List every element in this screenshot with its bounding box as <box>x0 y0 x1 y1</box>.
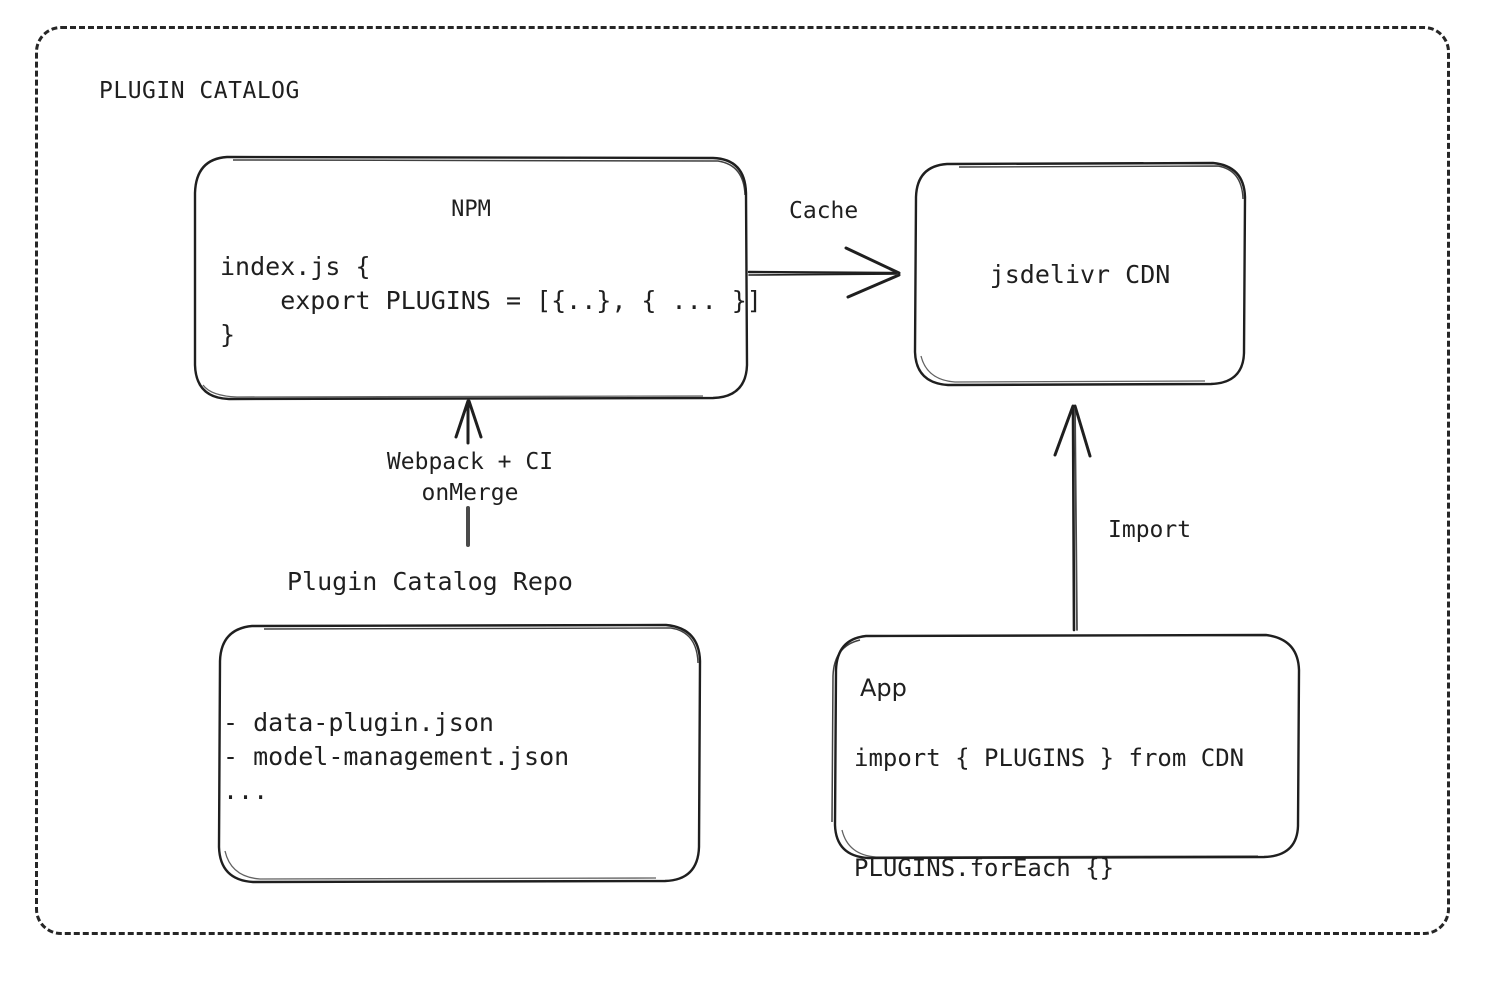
node-repo-outline <box>217 623 702 884</box>
node-cdn-outline <box>913 161 1247 387</box>
node-plugin-catalog-repo[interactable]: - data-plugin.json - model-management.js… <box>216 623 702 884</box>
repo-file-list: - data-plugin.json - model-management.js… <box>223 708 570 805</box>
repo-caption: Plugin Catalog Repo <box>287 567 573 596</box>
npm-code-block: index.js { export PLUGINS = [{..}, { ...… <box>220 252 762 349</box>
edge-label-cache: Cache <box>789 198 859 224</box>
node-jsdelivr-cdn[interactable]: jsdelivr CDN <box>913 161 1247 387</box>
node-repo-content: - data-plugin.json - model-management.js… <box>216 623 702 884</box>
node-app-content: App import { PLUGINS } from CDN PLUGINS.… <box>830 632 1302 882</box>
node-npm-outline <box>193 155 749 401</box>
node-npm-content: NPM index.js { export PLUGINS = [{..}, {… <box>193 155 762 401</box>
cdn-title: jsdelivr CDN <box>989 259 1171 289</box>
plugin-catalog-boundary <box>35 26 1450 935</box>
app-code-block: import { PLUGINS } from CDN PLUGINS.forE… <box>854 744 1245 882</box>
node-npm[interactable]: NPM index.js { export PLUGINS = [{..}, {… <box>193 155 762 401</box>
npm-title: NPM <box>451 197 491 222</box>
edge-label-import: Import <box>1108 517 1192 543</box>
app-title: App <box>860 674 907 702</box>
edge-label-build: Webpack + CI onMerge <box>386 449 554 506</box>
node-app-outline <box>831 633 1301 860</box>
node-cdn-content: jsdelivr CDN <box>913 161 1247 387</box>
node-app[interactable]: App import { PLUGINS } from CDN PLUGINS.… <box>830 632 1302 882</box>
diagram-title: PLUGIN CATALOG <box>99 78 300 104</box>
